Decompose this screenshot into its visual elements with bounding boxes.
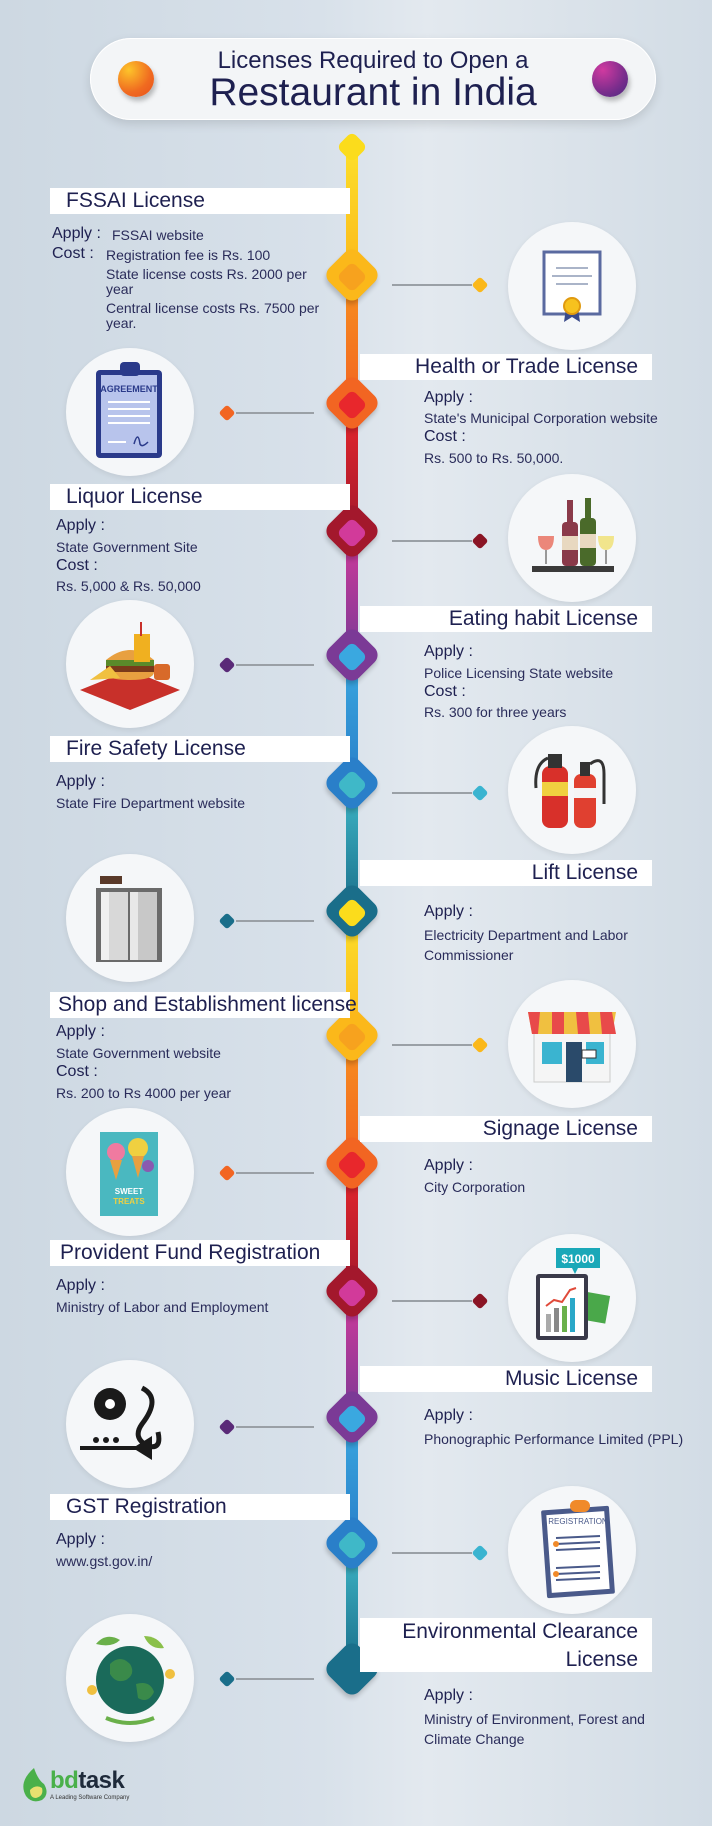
apply-value: State Government Site	[56, 539, 198, 555]
apply-value: Police Licensing State website	[424, 665, 614, 681]
brand-name: bdtask	[50, 1767, 125, 1794]
svg-text:$1000: $1000	[561, 1252, 595, 1266]
music-instruments-icon	[66, 1360, 194, 1488]
title-banner: Licenses Required to Open a Restaurant i…	[90, 38, 656, 120]
cost-label: Cost :	[424, 683, 466, 700]
apply-value: State Fire Department website	[56, 795, 246, 811]
section-title: Shop and Establishment license	[50, 992, 357, 1018]
section-title: Signage License	[360, 1116, 652, 1142]
section-title: Health or Trade License	[360, 354, 652, 380]
apply-value: State's Municipal Corporation website	[424, 410, 658, 426]
section-title: FSSAI License	[50, 188, 350, 214]
section-title: Eating habit License	[360, 606, 652, 632]
apply-label: Apply :	[424, 903, 473, 920]
section-title: Liquor License	[50, 484, 350, 510]
apply-value: Phonographic Performance Limited (PPL)	[424, 1431, 684, 1447]
storefront-icon	[508, 980, 636, 1108]
apply-label: Apply :	[52, 225, 101, 242]
apply-label: Apply :	[56, 1023, 105, 1040]
apply-label: Apply :	[56, 773, 105, 790]
cost-label: Cost :	[56, 1063, 98, 1080]
finance-chart-icon: $1000	[508, 1234, 636, 1362]
apply-value: Ministry of Labor and Employment	[56, 1299, 269, 1315]
svg-text:SWEET: SWEET	[115, 1187, 144, 1196]
svg-text:AGREEMENT: AGREEMENT	[100, 384, 158, 394]
apply-label: Apply :	[424, 1687, 473, 1704]
apply-value: State Government website	[56, 1045, 221, 1061]
agreement-clipboard-icon: AGREEMENT	[66, 348, 194, 476]
fire-extinguisher-icon	[508, 726, 636, 854]
section-title: Music License	[360, 1366, 652, 1392]
purple-ball-decoration	[592, 61, 628, 97]
orange-ball-decoration	[118, 61, 154, 97]
cost-value: Rs. 500 to Rs. 50,000.	[424, 450, 564, 466]
elevator-icon	[66, 854, 194, 982]
cost-label: Cost :	[424, 428, 466, 445]
title-line-1: Licenses Required to Open a	[217, 47, 529, 74]
section-title: Lift License	[360, 860, 652, 886]
cost-value-3: Central license costs Rs. 7500 per year.	[106, 300, 320, 331]
apply-value: FSSAI website	[112, 227, 204, 243]
section-title: Fire Safety License	[50, 736, 350, 762]
svg-text:TREATS: TREATS	[113, 1197, 145, 1206]
section-title: Environmental Clearance License	[360, 1618, 652, 1672]
section-title: Provident Fund Registration	[50, 1240, 350, 1266]
apply-label: Apply :	[424, 643, 473, 660]
apply-value: www.gst.gov.in/	[56, 1553, 153, 1569]
apply-label: Apply :	[56, 1277, 105, 1294]
certificate-icon	[508, 222, 636, 350]
cost-label: Cost :	[52, 245, 94, 262]
cost-value-2: State license costs Rs. 2000 per year	[106, 266, 307, 297]
title-line-2: Restaurant in India	[209, 71, 537, 114]
cost-label: Cost :	[56, 557, 98, 574]
cost-value: Rs. 300 for three years	[424, 704, 567, 720]
section-title: GST Registration	[50, 1494, 350, 1520]
cost-value-1: Registration fee is Rs. 100	[106, 247, 271, 263]
apply-label: Apply :	[56, 517, 105, 534]
wine-bottles-icon	[508, 474, 636, 602]
registration-clipboard-icon: REGISTRATION	[508, 1486, 636, 1614]
apply-value: Electricity Department and Labor Commiss…	[424, 927, 628, 963]
earth-globe-icon	[66, 1614, 194, 1742]
timeline-start-marker	[336, 131, 368, 163]
bdtask-logo: bdtask A Leading Software Company	[20, 1766, 129, 1804]
apply-value: City Corporation	[424, 1179, 526, 1195]
apply-label: Apply :	[56, 1531, 105, 1548]
cost-value: Rs. 5,000 & Rs. 50,000	[56, 578, 201, 594]
apply-label: Apply :	[424, 1157, 473, 1174]
brand-tagline: A Leading Software Company	[50, 1795, 130, 1801]
cost-value: Rs. 200 to Rs 4000 per year	[56, 1085, 232, 1101]
leaf-logo-icon	[23, 1768, 47, 1802]
fast-food-icon	[66, 600, 194, 728]
apply-label: Apply :	[424, 1407, 473, 1424]
svg-text:REGISTRATION: REGISTRATION	[548, 1517, 608, 1526]
apply-label: Apply :	[424, 389, 473, 406]
apply-value: Ministry of Environment, Forest and Clim…	[424, 1711, 645, 1747]
